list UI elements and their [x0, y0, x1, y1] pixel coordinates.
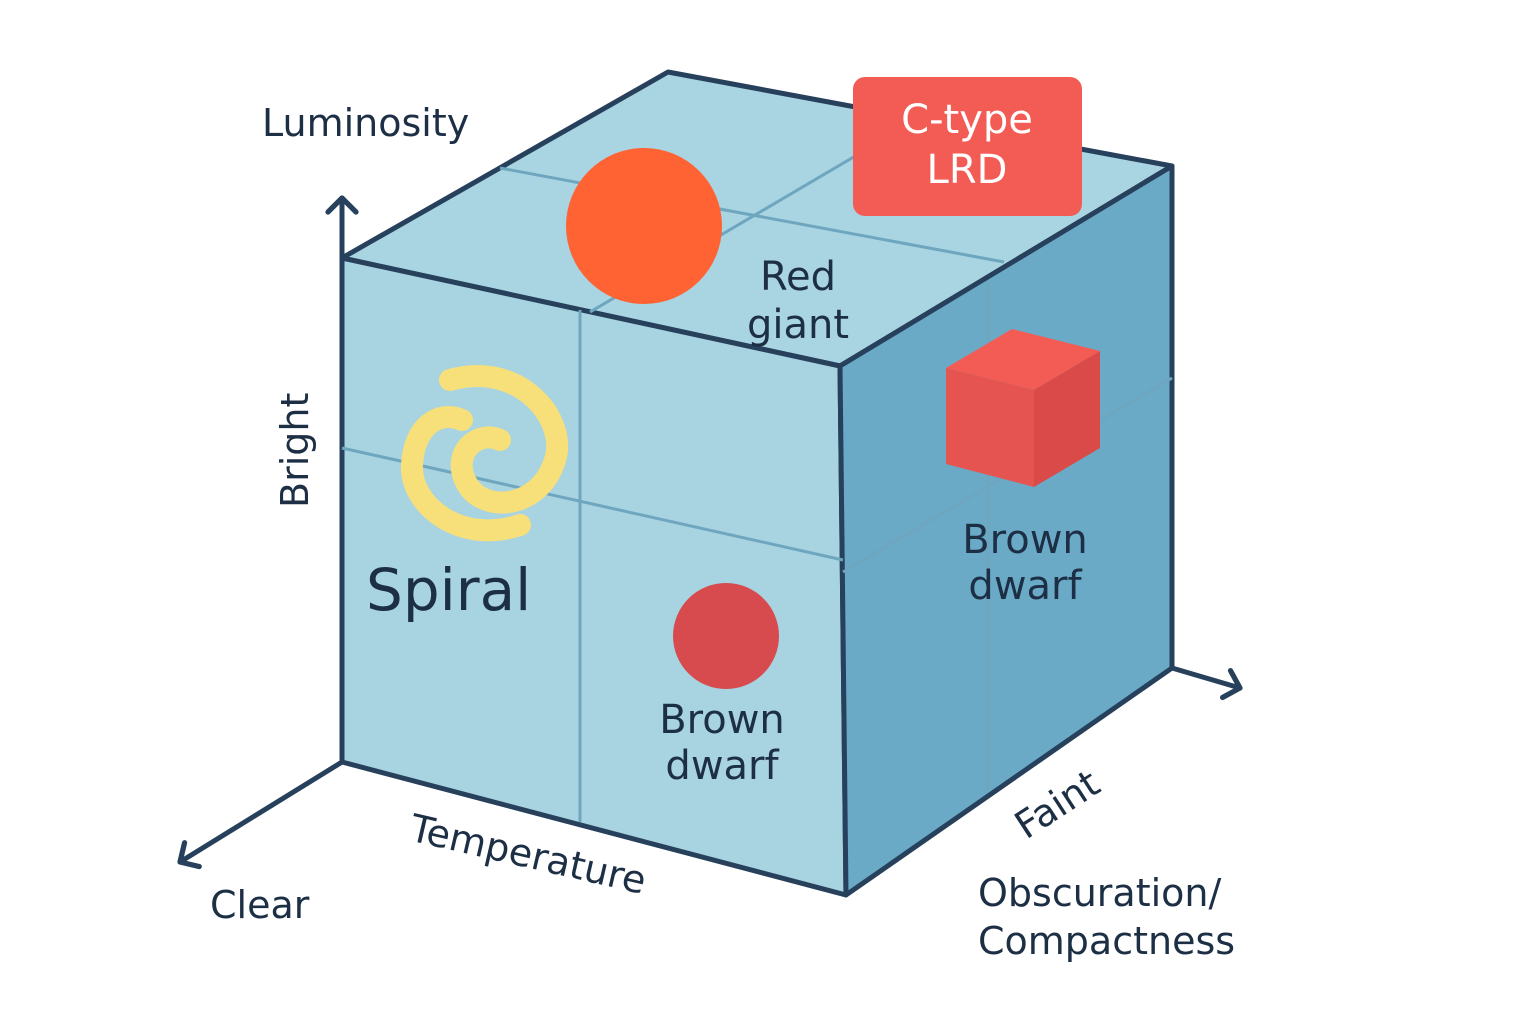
spiral-galaxy-icon	[401, 365, 568, 542]
red-giant-label-line-1: Red	[760, 254, 836, 300]
obscuration-compactness-label: Obscuration/Compactness	[978, 871, 1235, 963]
c-type-lrd-box	[853, 77, 1082, 216]
brown-dwarf-cube-top	[946, 329, 1100, 390]
front-grid-horizontal	[341, 446, 844, 562]
brown-dwarf-side-label-line-1: Brown	[962, 517, 1088, 563]
brown-dwarf-cube-right	[1034, 351, 1100, 487]
red-giant-circle	[566, 148, 722, 304]
clear-label: Clear	[210, 883, 310, 927]
obscuration-compactness-label-line-2: Compactness	[978, 919, 1235, 963]
obscuration-compactness-label-line-1: Obscuration/	[978, 871, 1222, 915]
obscuration-axis-arrow	[1169, 665, 1243, 701]
spiral-label: Spiral	[366, 556, 531, 624]
luminosity-label: Luminosity	[262, 101, 469, 145]
brown-dwarf-cube-front	[946, 368, 1034, 487]
brown-dwarf-front-label-line-2: dwarf	[665, 743, 779, 789]
brown-dwarf-front-circle	[673, 583, 779, 689]
brown-dwarf-cube	[946, 329, 1100, 487]
c-type-lrd-label-line-2: LRD	[927, 147, 1008, 193]
clear-axis-arrow	[177, 759, 345, 870]
brown-dwarf-front-label-line-1: Brown	[659, 697, 785, 743]
axes	[177, 195, 1243, 870]
bright-label: Bright	[273, 393, 317, 508]
red-giant-label-line-2: giant	[747, 302, 849, 348]
c-type-lrd-label-line-1: C-type	[901, 97, 1033, 143]
brown-dwarf-side-label-line-2: dwarf	[968, 563, 1082, 609]
